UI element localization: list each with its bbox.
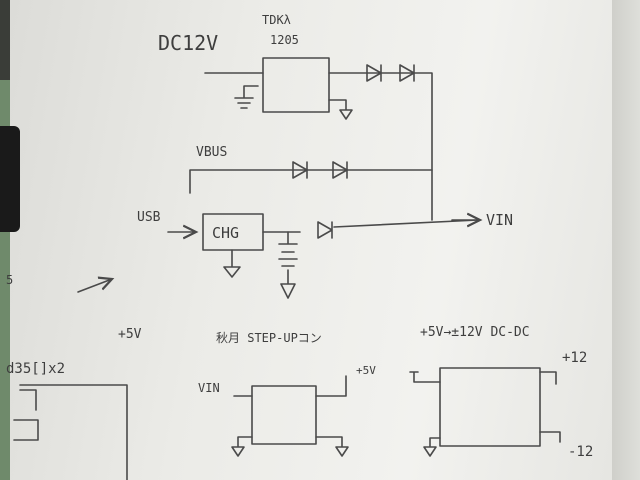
vin-small-label: VIN: [198, 381, 220, 395]
tdk-output-wire: [328, 72, 433, 221]
step-up-note-label: 秋月 STEP-UPコン: [216, 331, 322, 345]
left-partial-box: [13, 389, 39, 441]
usb-label: USB: [137, 210, 161, 225]
dcdc-box: [439, 367, 541, 447]
battery-symbol: [278, 231, 298, 299]
vin-output-label: VIN: [486, 211, 513, 229]
paper-edge: [612, 0, 640, 480]
notebook-paper: [10, 0, 612, 480]
step-up-ground-left: [231, 436, 253, 457]
vbus-wire: [189, 169, 433, 194]
diode-top-1: [366, 64, 382, 82]
step-up-box: [251, 385, 317, 445]
diode-vbus-1: [292, 161, 308, 179]
dcdc-note-label: +5V→±12V DC-DC: [420, 325, 530, 340]
step-up-output-wire: [315, 375, 347, 397]
diode-vbus-2: [332, 161, 348, 179]
stray-arrow: [77, 279, 112, 293]
left-note-label: d35[]x2: [6, 361, 65, 377]
chg-ground: [223, 249, 241, 278]
minus12-label: -12: [568, 444, 593, 460]
plus5v-small-label: +5V: [356, 364, 376, 377]
dcdc-plus12-wire: [539, 371, 557, 385]
tdk-ground-right: [328, 99, 353, 120]
tdk-part-label: TDKλ: [262, 13, 291, 27]
dc12v-label: DC12V: [158, 31, 218, 55]
chg-label: CHG: [212, 224, 239, 242]
dcdc-ground: [423, 437, 441, 457]
step-up-ground-right: [315, 436, 349, 457]
plus5v-left-label: +5V: [118, 327, 142, 342]
diode-chg: [317, 221, 333, 239]
left-5v-wire: [19, 384, 128, 480]
tdk-model-label: 1205: [270, 33, 299, 47]
dcdc-input-wire: [409, 371, 441, 383]
tdk-converter-box: [262, 57, 330, 113]
dark-object: [0, 126, 20, 232]
background-strip: [0, 80, 10, 480]
chg-output-wire: [262, 219, 479, 233]
plus12-label: +12: [562, 350, 587, 366]
left-edge-mark: 5: [6, 273, 13, 287]
tdk-ground-left: [234, 85, 259, 109]
diode-top-2: [399, 64, 415, 82]
vbus-label: VBUS: [196, 145, 227, 160]
dcdc-minus12-wire: [539, 431, 561, 443]
